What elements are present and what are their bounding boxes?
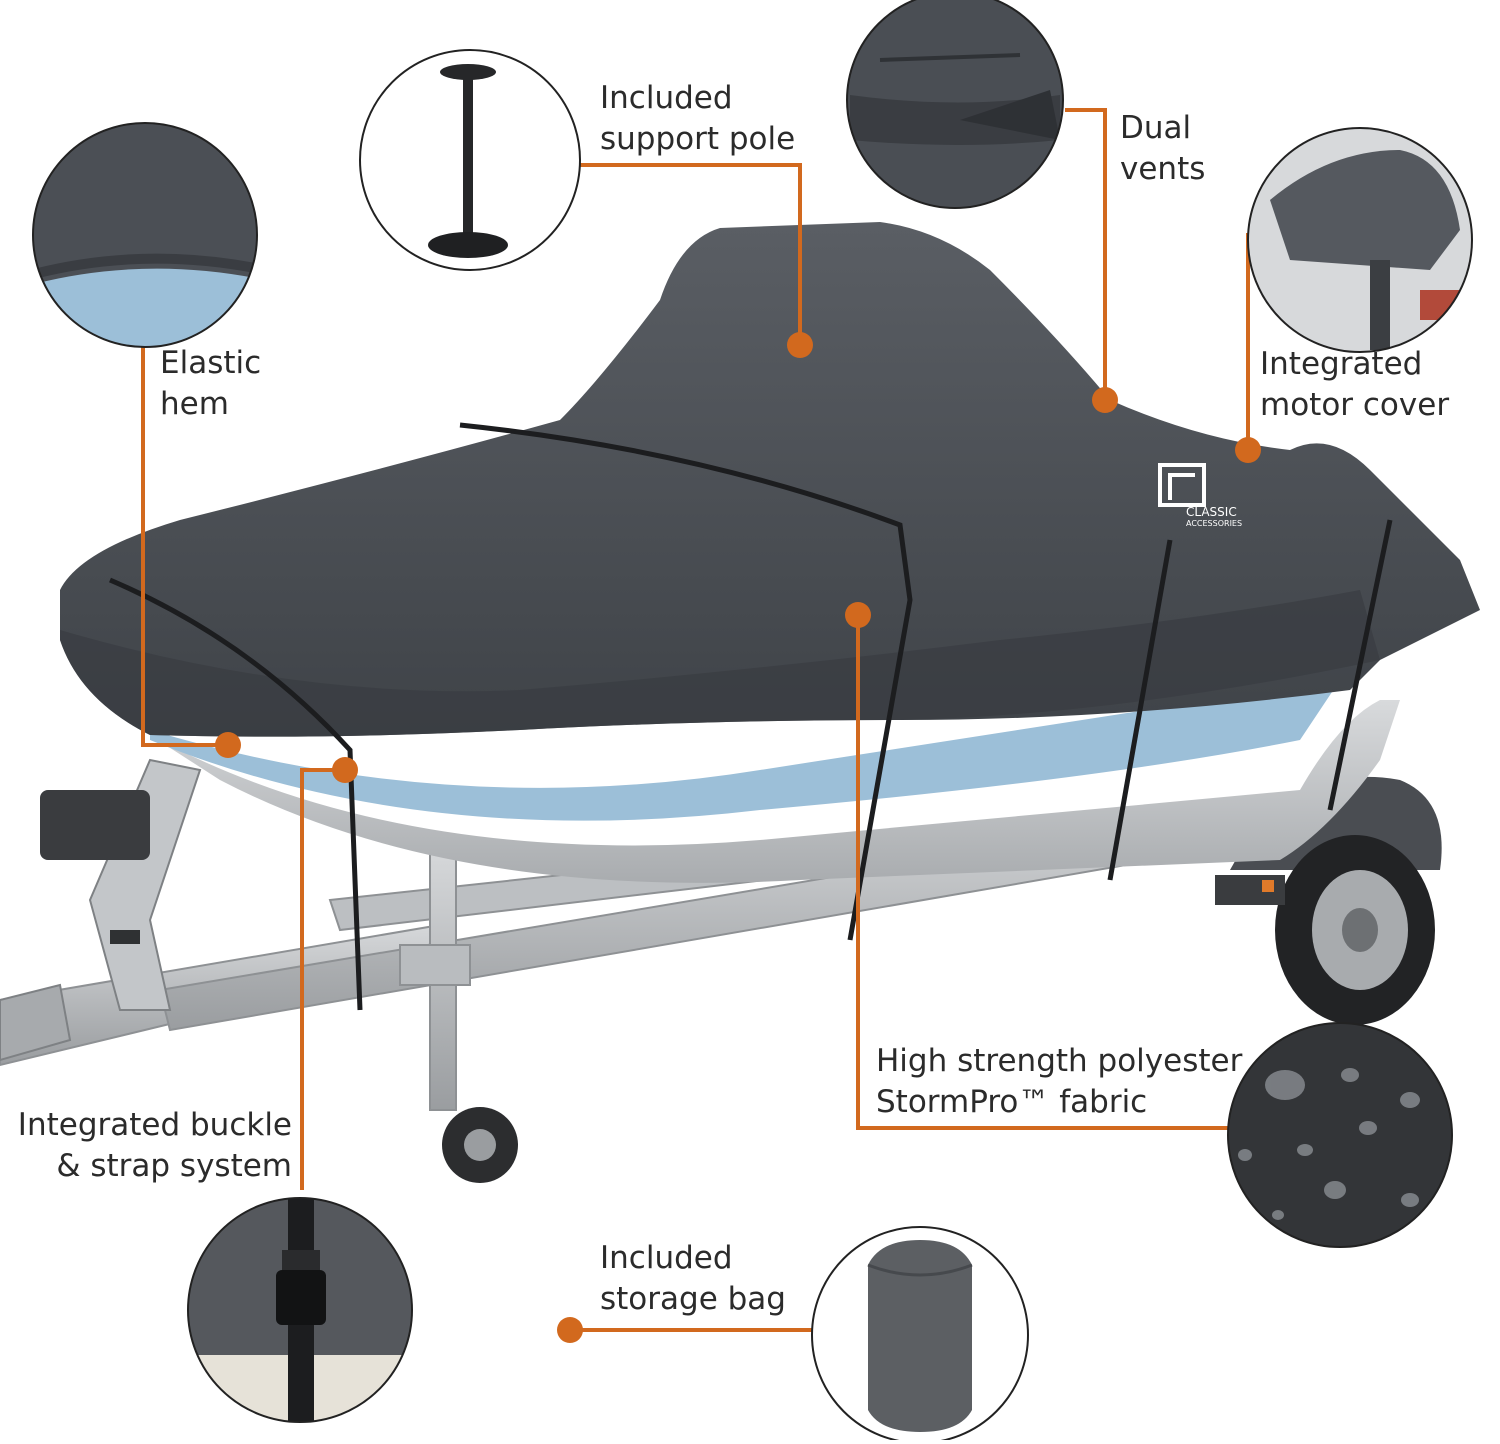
storage-bag-label-line-2: storage bag xyxy=(600,1281,786,1317)
storage-bag-icon xyxy=(811,1226,1029,1444)
fabric-label-line-2: StormPro™ fabric xyxy=(876,1084,1148,1120)
motor-cover-icon xyxy=(1247,127,1473,353)
elastic-hem-label-line-1: Elastic xyxy=(160,345,262,381)
callout-dots xyxy=(215,332,1261,1343)
logo-line-2: ACCESSORIES xyxy=(1186,519,1243,528)
fabric-label: High strength polyester StormPro™ fabric xyxy=(876,1041,1242,1123)
elastic-hem-icon xyxy=(32,122,258,348)
boat-hull xyxy=(150,680,1400,883)
vent-icon xyxy=(846,0,1064,209)
buckle-label: Integrated buckle & strap system xyxy=(14,1105,292,1187)
boat-cover xyxy=(60,222,1480,1011)
dual-vents-label-line-2: vents xyxy=(1120,151,1206,187)
elastic-hem-label-line-2: hem xyxy=(160,386,229,422)
support-pole-label-line-1: Included xyxy=(600,80,733,116)
support-pole-label-line-2: support pole xyxy=(600,121,796,157)
buckle-label-line-1: Integrated buckle xyxy=(17,1107,292,1143)
buckle-icon xyxy=(187,1197,413,1423)
fabric-label-line-1: High strength polyester xyxy=(876,1043,1243,1079)
motor-cover-label-line-2: motor cover xyxy=(1260,387,1450,423)
storage-bag-label-line-1: Included xyxy=(600,1240,733,1276)
cover-logo: CLASSIC ACCESSORIES xyxy=(1186,506,1242,530)
storage-bag-label: Included storage bag xyxy=(600,1238,786,1320)
buckle-label-line-2: & strap system xyxy=(56,1148,292,1184)
dual-vents-label: Dual vents xyxy=(1120,108,1205,190)
elastic-hem-label: Elastic hem xyxy=(160,343,261,425)
logo-line-1: CLASSIC xyxy=(1186,505,1237,519)
motor-cover-label-line-1: Integrated xyxy=(1260,346,1423,382)
motor-cover-label: Integrated motor cover xyxy=(1260,344,1449,426)
fabric-swatch-icon xyxy=(1227,1022,1453,1248)
support-pole-icon xyxy=(359,49,581,271)
dual-vents-label-line-1: Dual xyxy=(1120,110,1192,146)
support-pole-label: Included support pole xyxy=(600,78,795,160)
